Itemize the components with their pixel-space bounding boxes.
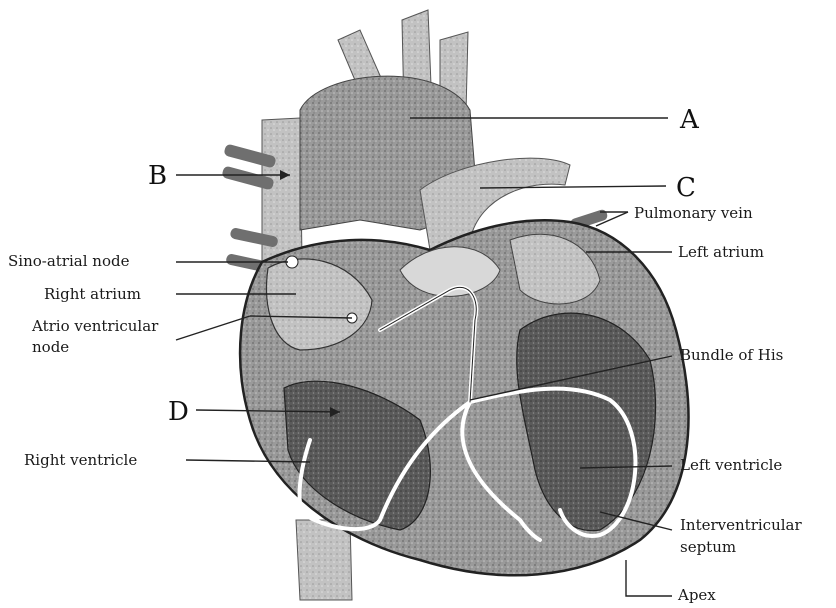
label-right-ventricle: Right ventricle [24, 451, 137, 469]
label-left-ventricle: Left ventricle [680, 456, 782, 474]
label-av-node-line2: node [32, 338, 69, 356]
label-left-atrium: Left atrium [678, 243, 764, 261]
label-sino-atrial-node: Sino-atrial node [8, 252, 130, 270]
label-B: B [148, 161, 167, 191]
label-bundle-of-his: Bundle of His [680, 346, 783, 364]
label-A: A [679, 105, 700, 135]
label-apex: Apex [677, 586, 716, 604]
label-interventricular-line2: septum [680, 538, 736, 556]
label-av-node-line1: Atrio ventricular [31, 317, 159, 335]
label-pulmonary-vein: Pulmonary vein [634, 204, 753, 222]
label-C: C [676, 173, 696, 203]
label-interventricular-line1: Interventricular [680, 516, 802, 534]
label-right-atrium: Right atrium [44, 285, 141, 303]
label-D: D [168, 397, 189, 427]
inferior-vena-cava [296, 520, 352, 600]
